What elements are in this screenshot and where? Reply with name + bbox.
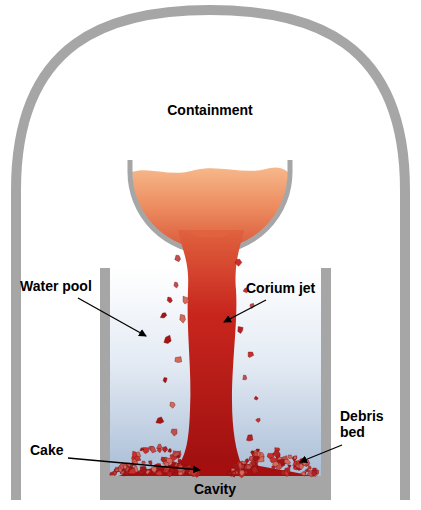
debris-particle	[231, 470, 235, 477]
debris-particle	[115, 468, 119, 471]
leader-arrow	[224, 300, 266, 322]
debris-particle	[239, 470, 244, 476]
region-label: Containment	[167, 102, 253, 118]
debris-particle	[246, 464, 251, 469]
debris-particle	[171, 462, 176, 467]
debris-particle	[163, 446, 168, 452]
debris-particle	[254, 396, 258, 400]
debris-particle	[162, 458, 167, 464]
debris-particle	[284, 470, 289, 476]
debris-particle	[164, 335, 171, 343]
debris-particle	[238, 327, 243, 334]
debris-particle	[293, 467, 296, 470]
debris-particle	[157, 448, 161, 453]
debris-particle	[243, 375, 247, 380]
debris-particle	[248, 352, 254, 358]
cavity-wall	[321, 268, 331, 478]
debris-particle	[170, 402, 175, 408]
debris-particle	[233, 464, 239, 470]
debris-particle	[235, 259, 242, 266]
debris-particle	[160, 313, 167, 318]
debris-particle	[143, 448, 149, 454]
debris-particle	[270, 458, 276, 463]
debris-particle	[163, 378, 167, 383]
debris-particle	[110, 472, 115, 475]
debris-particle	[183, 296, 189, 304]
debris-particle	[151, 446, 157, 453]
containment-wall	[16, 10, 405, 500]
debris-particle	[296, 461, 299, 465]
leader-arrow	[68, 458, 200, 470]
debris-particle	[140, 448, 144, 451]
leader-arrow	[78, 298, 146, 336]
debris-particle	[253, 456, 260, 461]
debris-particle	[161, 457, 167, 462]
debris-particle	[123, 465, 127, 469]
part-label: Water pool	[20, 278, 92, 294]
cavity-wall	[100, 268, 110, 478]
debris-particle	[164, 469, 168, 473]
debris-particle	[256, 418, 260, 422]
debris-particle	[128, 468, 136, 474]
leader-arrows	[68, 298, 342, 470]
debris-particle	[174, 282, 178, 288]
debris-particle	[251, 466, 257, 474]
debris-particle	[175, 255, 181, 262]
debris-particle	[156, 417, 164, 424]
debris-particle	[167, 472, 171, 476]
cavity-floor	[100, 476, 331, 500]
debris-particle	[256, 449, 259, 452]
debris-particle	[284, 459, 291, 464]
debris-particle	[273, 450, 281, 456]
debris-particle	[232, 472, 236, 475]
debris-particle	[288, 455, 291, 459]
part-label: Debris bed	[340, 408, 392, 440]
corium-jet	[178, 230, 244, 466]
debris-particle	[171, 429, 177, 436]
debris-particle	[140, 466, 147, 473]
part-label: Cavity	[194, 481, 236, 497]
leader-arrow	[300, 445, 342, 462]
debris-particle	[173, 452, 179, 457]
debris-particle	[239, 471, 245, 478]
debris-particle	[247, 435, 253, 441]
debris-particle	[175, 357, 182, 363]
debris-particle	[167, 297, 172, 303]
corium-jet	[182, 230, 240, 238]
debris-particle	[115, 467, 119, 471]
debris-particles	[110, 255, 319, 478]
part-label: Corium jet	[246, 280, 315, 296]
debris-particle	[288, 465, 291, 468]
part-label: Cake	[30, 442, 63, 458]
debris-particle	[251, 461, 255, 466]
debris-particle	[132, 451, 137, 458]
debris-particle	[166, 458, 172, 463]
debris-particle	[151, 466, 157, 472]
debris-particle	[168, 449, 172, 453]
debris-particle	[142, 461, 146, 464]
debris-particle	[115, 468, 119, 472]
debris-particle	[120, 471, 124, 475]
debris-particle	[285, 467, 290, 476]
debris-particle	[242, 461, 246, 464]
debris-particle	[180, 314, 186, 323]
debris-particle	[245, 459, 249, 464]
debris-particle	[149, 461, 152, 466]
debris-particle	[155, 471, 163, 476]
debris-particle	[301, 472, 306, 476]
debris-particle	[294, 456, 298, 459]
debris-particle	[312, 470, 318, 476]
